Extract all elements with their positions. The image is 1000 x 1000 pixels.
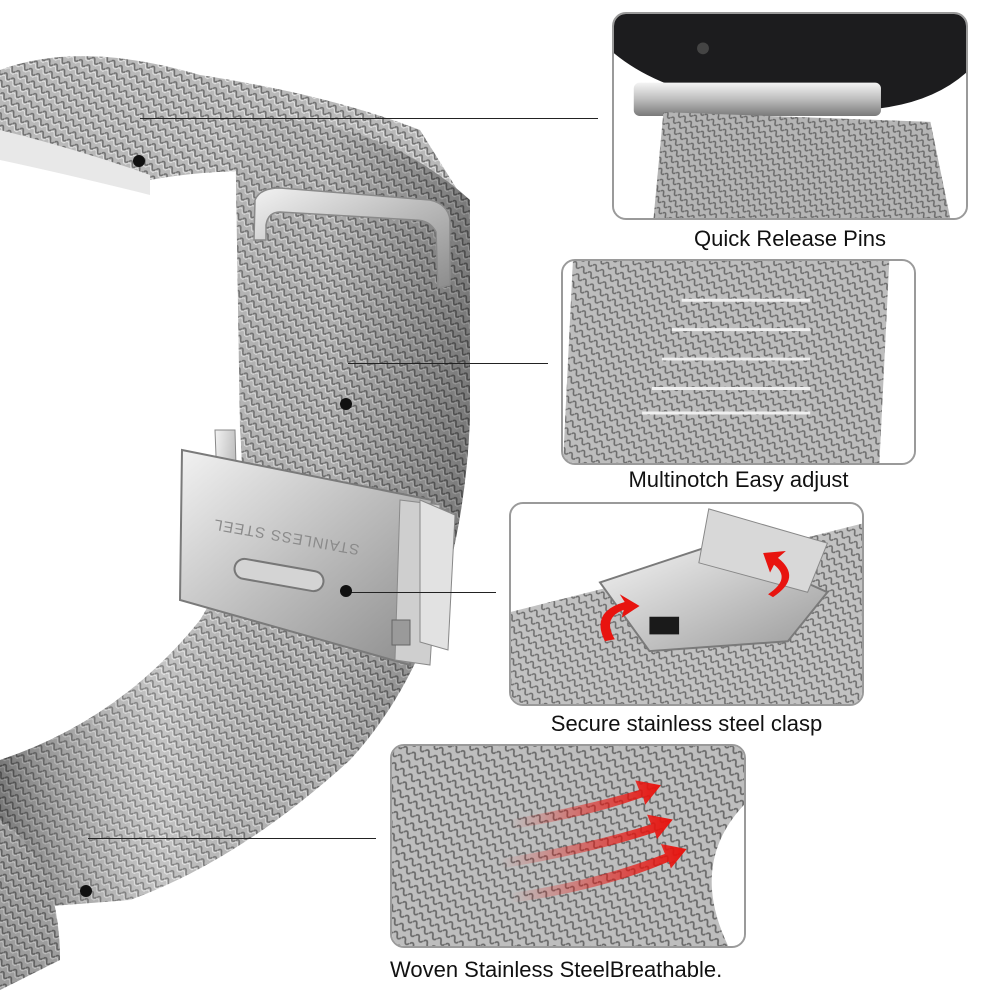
callout-dot-quick-release bbox=[133, 155, 145, 167]
mesh-band-main: STAINLESS STEEL bbox=[0, 56, 470, 990]
detail-panel-multinotch bbox=[561, 259, 916, 465]
detail-panel-clasp bbox=[509, 502, 864, 706]
band-keeper bbox=[253, 187, 451, 289]
caption-woven: Woven Stainless SteelBreathable. bbox=[390, 957, 723, 982]
rotate-arrow-icon bbox=[763, 551, 790, 598]
detail-panel-quick-release bbox=[612, 12, 968, 220]
callout-line-quick-release bbox=[140, 118, 598, 119]
caption-clasp: Secure stainless steel clasp bbox=[550, 711, 823, 736]
clasp-main bbox=[178, 429, 456, 667]
adjust-notches bbox=[642, 298, 811, 415]
callout-dot-woven bbox=[80, 885, 92, 897]
airflow-arrows-icon bbox=[500, 780, 687, 903]
callout-line-multinotch bbox=[348, 363, 548, 364]
detail-panel-woven bbox=[390, 744, 746, 948]
callout-dot-multinotch bbox=[340, 398, 352, 410]
quick-release-pin bbox=[633, 82, 881, 116]
callout-dot-clasp bbox=[340, 585, 352, 597]
caption-multinotch: Multinotch Easy adjust bbox=[628, 467, 849, 492]
callout-line-clasp bbox=[348, 592, 496, 593]
rotate-arrow-icon bbox=[600, 594, 640, 642]
callout-line-woven bbox=[88, 838, 376, 839]
caption-quick-release: Quick Release Pins bbox=[694, 226, 886, 251]
